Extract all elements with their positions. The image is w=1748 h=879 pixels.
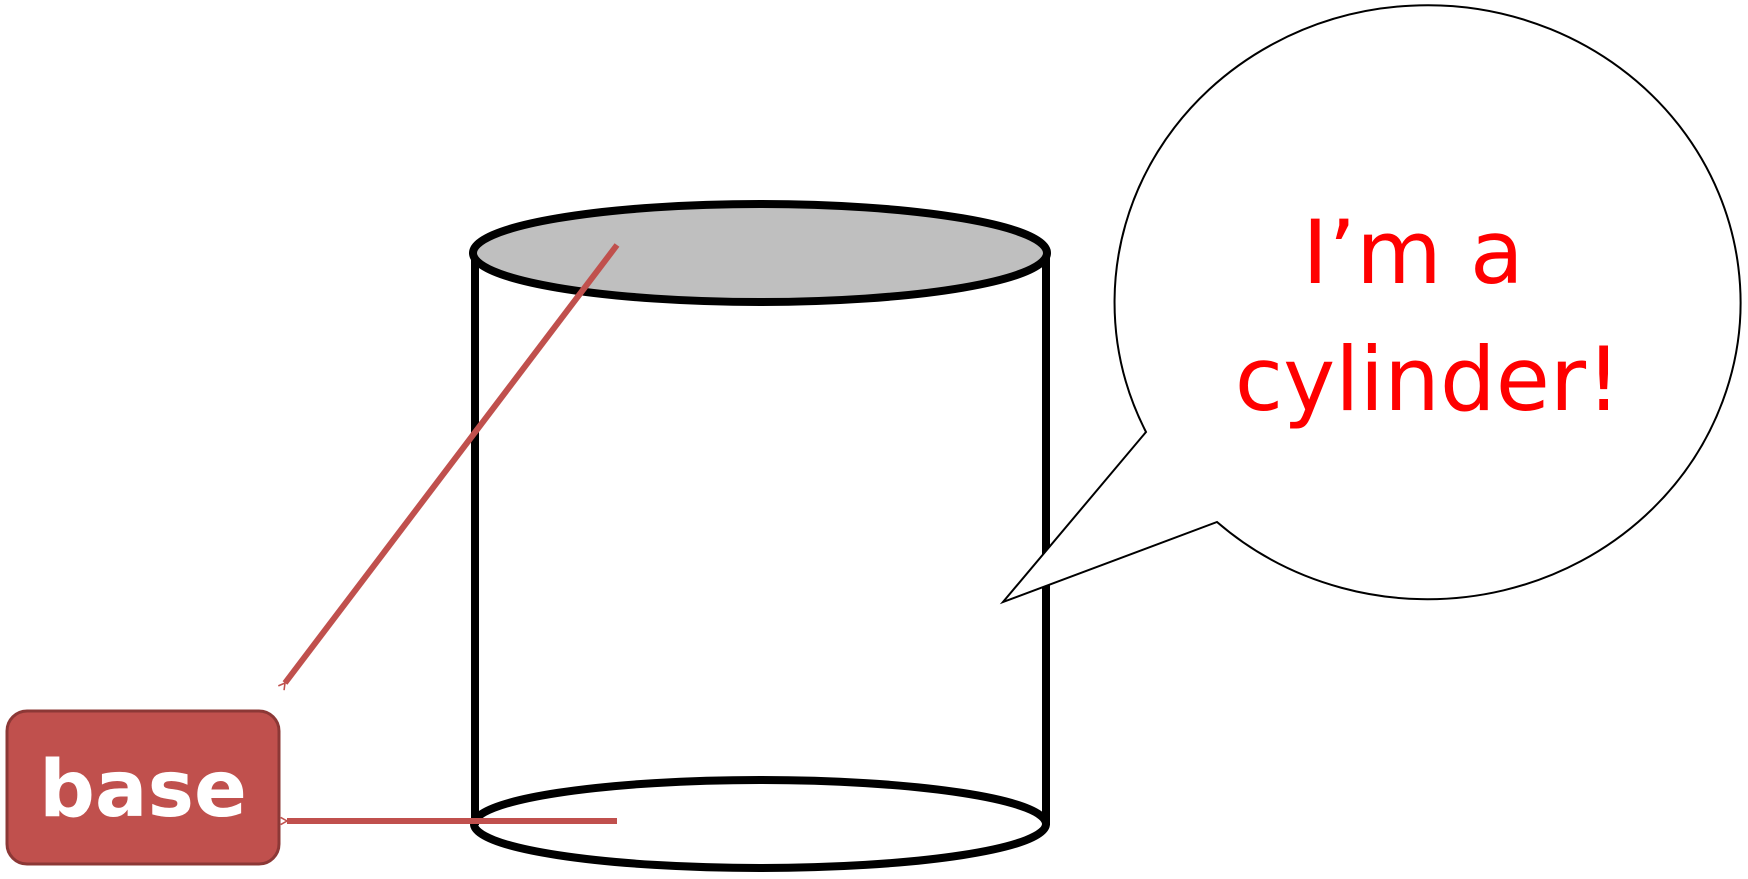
cylinder [469, 200, 1051, 872]
speech-bubble-shape [999, 4, 1742, 605]
cylinder-top-ellipse [469, 200, 1051, 306]
speech-bubble-line-1: I’m a [1302, 201, 1524, 304]
speech-bubble-line-2: cylinder! [1235, 328, 1622, 431]
base-label-text: base [39, 745, 247, 835]
speech-bubble: I’m a cylinder! [999, 4, 1742, 605]
arrow-top-to-base [278, 243, 620, 691]
base-label-box: base [5, 709, 281, 866]
base-label-background [5, 709, 281, 866]
